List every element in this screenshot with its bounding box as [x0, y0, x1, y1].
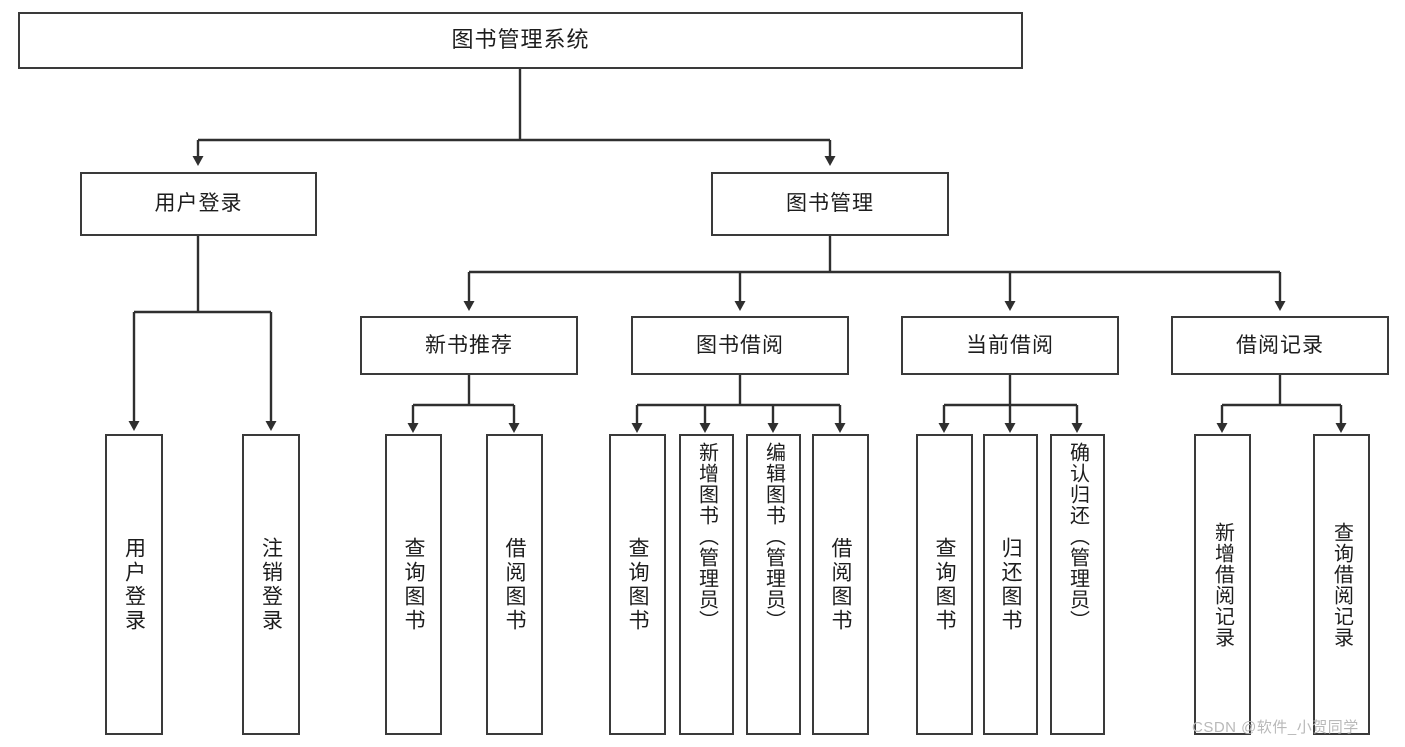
leaf-borrow-book-borrow[interactable]: 借阅图书	[812, 434, 869, 735]
leaf-add-book-admin[interactable]: 新增图书（管理员）	[679, 434, 734, 735]
node-label: 注销登录	[259, 536, 283, 633]
node-label: 借阅图书	[829, 536, 852, 633]
node-user-login[interactable]: 用户登录	[80, 172, 317, 236]
node-label: 用户登录	[122, 536, 146, 633]
node-label: 查询图书	[933, 536, 956, 633]
node-current-borrow[interactable]: 当前借阅	[901, 316, 1119, 375]
node-label: 归还图书	[999, 536, 1022, 633]
node-borrow-record[interactable]: 借阅记录	[1171, 316, 1389, 375]
leaf-query-borrow-record[interactable]: 查询借阅记录	[1313, 434, 1370, 735]
node-root-book-management-system[interactable]: 图书管理系统	[18, 12, 1023, 69]
leaf-borrow-book-recommend[interactable]: 借阅图书	[486, 434, 543, 735]
node-new-book-recommend[interactable]: 新书推荐	[360, 316, 578, 375]
node-label: 图书借阅	[696, 333, 784, 357]
node-label: 当前借阅	[966, 333, 1054, 357]
leaf-confirm-return-admin[interactable]: 确认归还（管理员）	[1050, 434, 1105, 735]
node-label: 借阅图书	[503, 536, 526, 633]
node-label: 确认归还（管理员）	[1066, 442, 1089, 631]
node-label: 用户登录	[154, 192, 243, 216]
node-book-borrow[interactable]: 图书借阅	[631, 316, 849, 375]
node-label: 新书推荐	[425, 333, 513, 357]
node-label: 借阅记录	[1236, 333, 1324, 357]
node-label: 新增借阅记录	[1211, 521, 1234, 648]
node-label: 编辑图书（管理员）	[762, 442, 785, 631]
leaf-query-book-current[interactable]: 查询图书	[916, 434, 973, 735]
leaf-logout-login[interactable]: 注销登录	[242, 434, 300, 735]
leaf-query-book-borrow[interactable]: 查询图书	[609, 434, 666, 735]
node-label: 新增图书（管理员）	[695, 442, 718, 631]
node-label: 图书管理系统	[451, 27, 590, 53]
node-label: 查询图书	[626, 536, 649, 633]
leaf-user-login[interactable]: 用户登录	[105, 434, 163, 735]
leaf-add-borrow-record[interactable]: 新增借阅记录	[1194, 434, 1251, 735]
leaf-query-book-recommend[interactable]: 查询图书	[385, 434, 442, 735]
leaf-edit-book-admin[interactable]: 编辑图书（管理员）	[746, 434, 801, 735]
node-book-management[interactable]: 图书管理	[711, 172, 949, 236]
node-label: 查询图书	[402, 536, 425, 633]
leaf-return-book[interactable]: 归还图书	[983, 434, 1038, 735]
watermark-csdn: CSDN @软件_小贺同学	[1192, 719, 1359, 736]
node-label: 图书管理	[786, 192, 874, 216]
node-label: 查询借阅记录	[1330, 521, 1353, 648]
